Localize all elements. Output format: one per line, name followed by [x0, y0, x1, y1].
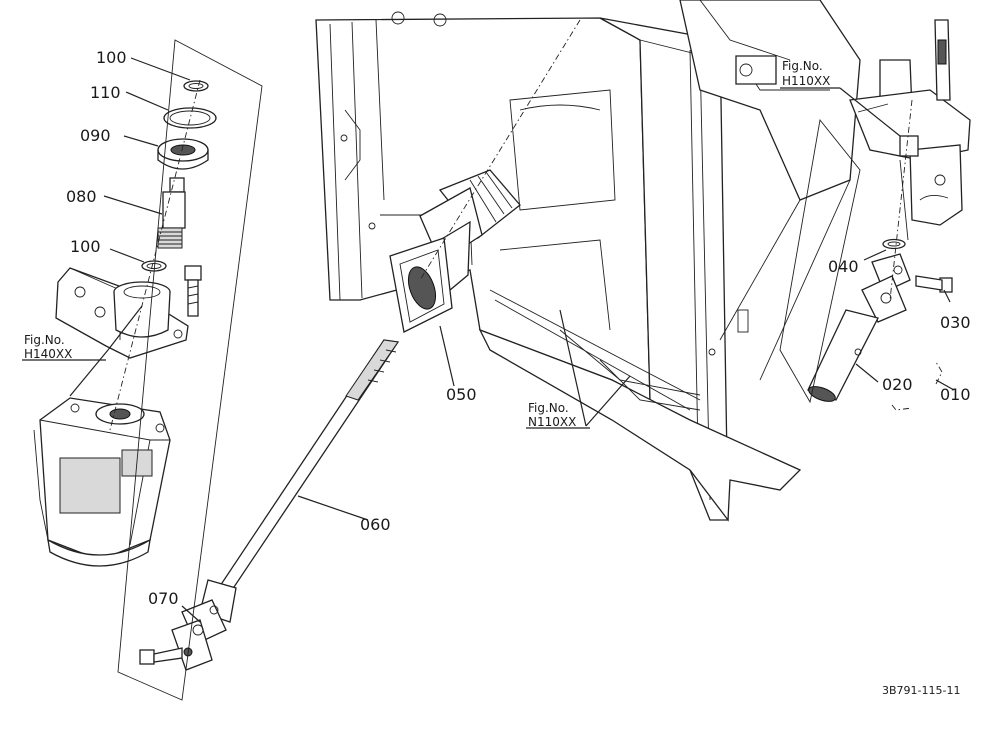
lower-joint — [807, 238, 953, 411]
figref-n110-code: N110XX — [528, 415, 576, 429]
label-100-mid: 100 — [70, 237, 101, 256]
group-outline-right — [779, 118, 861, 404]
label-100-top: 100 — [96, 48, 127, 67]
label-020: 020 — [882, 375, 913, 394]
figref-h140-code: H140XX — [24, 347, 72, 361]
figref-n110-title: Fig.No. — [528, 401, 569, 415]
label-070: 070 — [148, 589, 179, 608]
label-040: 040 — [828, 257, 859, 276]
label-110: 110 — [90, 83, 121, 102]
group-outline-left — [117, 39, 263, 701]
label-090: 090 — [80, 126, 111, 145]
shaft-centerline — [419, 19, 581, 281]
label-050: 050 — [446, 385, 477, 404]
shaft-stack — [141, 80, 217, 272]
upper-bracket — [849, 19, 971, 226]
boot-assembly — [389, 169, 521, 333]
steering-shaft — [139, 339, 400, 671]
figref-h110-title: Fig.No. — [782, 59, 823, 73]
label-060: 060 — [360, 515, 391, 534]
label-080: 080 — [66, 187, 97, 206]
drawing-code: 3B791-115-11 — [882, 684, 960, 697]
label-010: 010 — [940, 385, 971, 404]
leader-lines — [22, 57, 955, 623]
label-030: 030 — [940, 313, 971, 332]
figref-h140-title: Fig.No. — [24, 333, 65, 347]
stack-centerline — [109, 79, 201, 431]
steering-unit — [33, 397, 171, 567]
right-centerline — [889, 99, 913, 301]
mount-bracket — [55, 265, 202, 359]
figref-h110-code: H110XX — [782, 74, 830, 88]
